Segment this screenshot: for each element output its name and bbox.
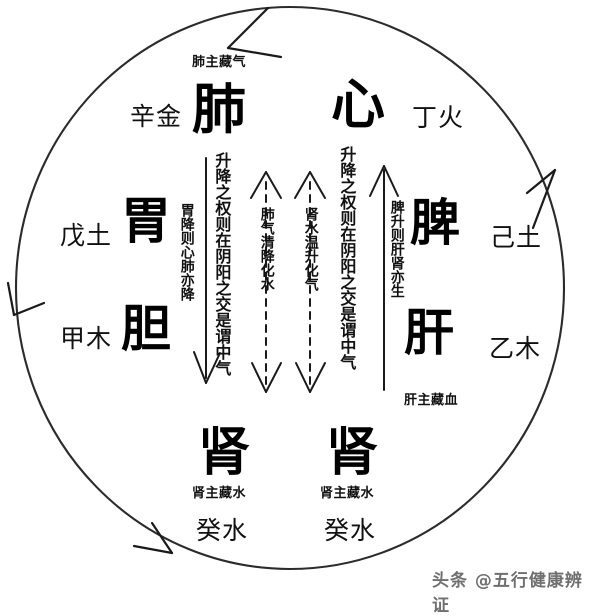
outer-left-arrowhead-icon xyxy=(6,281,46,317)
liver-stem-label: 乙木 xyxy=(489,334,542,363)
organ-kidney-right: 肾 xyxy=(326,423,379,483)
lung-stem-label: 辛金 xyxy=(130,102,183,131)
right-dashed-ascend-arrow xyxy=(294,171,326,393)
organ-spleen: 脾 xyxy=(410,194,460,252)
left-solid-descend-arrow xyxy=(193,157,221,384)
organ-heart: 心 xyxy=(331,73,385,136)
liver-caption: 肝主藏血 xyxy=(404,393,459,408)
heart-stem-label: 丁火 xyxy=(412,103,465,132)
organ-liver: 肝 xyxy=(404,304,454,362)
column-center-qi-left: 升降之权则在阴阳之交是谓中气 xyxy=(212,152,232,376)
gallbladder-stem-label: 甲木 xyxy=(60,324,113,353)
lung-caption: 肺主藏气 xyxy=(192,55,247,70)
spleen-stem-label: 己土 xyxy=(490,223,543,252)
stomach-stem-label: 戊土 xyxy=(60,221,113,250)
tcm-qi-circulation-diagram: 肺主藏气 辛金 肺 心 丁火 戊土 胃 甲木 胆 脾 己土 肝 乙木 肝主藏血 … xyxy=(6,5,582,616)
column-lung-qi-descend: 肺气清降化水 xyxy=(258,207,275,291)
organ-lung: 肺 xyxy=(192,78,246,141)
organ-stomach: 胃 xyxy=(121,192,171,250)
column-center-qi-right: 升降之权则在阴阳之交是谓中气 xyxy=(337,146,357,370)
kidney-left-stem-label: 癸水 xyxy=(196,516,249,545)
circle-diagram-svg xyxy=(6,5,566,571)
right-solid-ascend-arrow xyxy=(369,165,399,391)
outer-top-arrowhead-icon xyxy=(226,6,283,59)
column-kidney-water-ascend: 肾水温升化气 xyxy=(302,207,319,291)
left-dashed-descend-arrow xyxy=(250,171,282,393)
outer-bottom-left-arrowhead-icon xyxy=(132,521,174,555)
column-stomach-descend: 胃降则心肺亦降 xyxy=(178,203,195,301)
kidney-right-stem-label: 癸水 xyxy=(324,516,377,545)
kidney-left-caption: 肾主藏水 xyxy=(192,486,247,501)
kidney-right-caption: 肾主藏水 xyxy=(320,486,375,501)
organ-kidney-left: 肾 xyxy=(198,423,251,483)
outer-right-arrowhead-icon xyxy=(525,168,557,230)
column-spleen-ascend: 脾升则肝肾亦生 xyxy=(388,200,405,298)
organ-gallbladder: 胆 xyxy=(121,300,171,358)
outer-circle xyxy=(14,5,566,571)
watermark: 头条 @五行健康辨证 xyxy=(432,571,583,616)
